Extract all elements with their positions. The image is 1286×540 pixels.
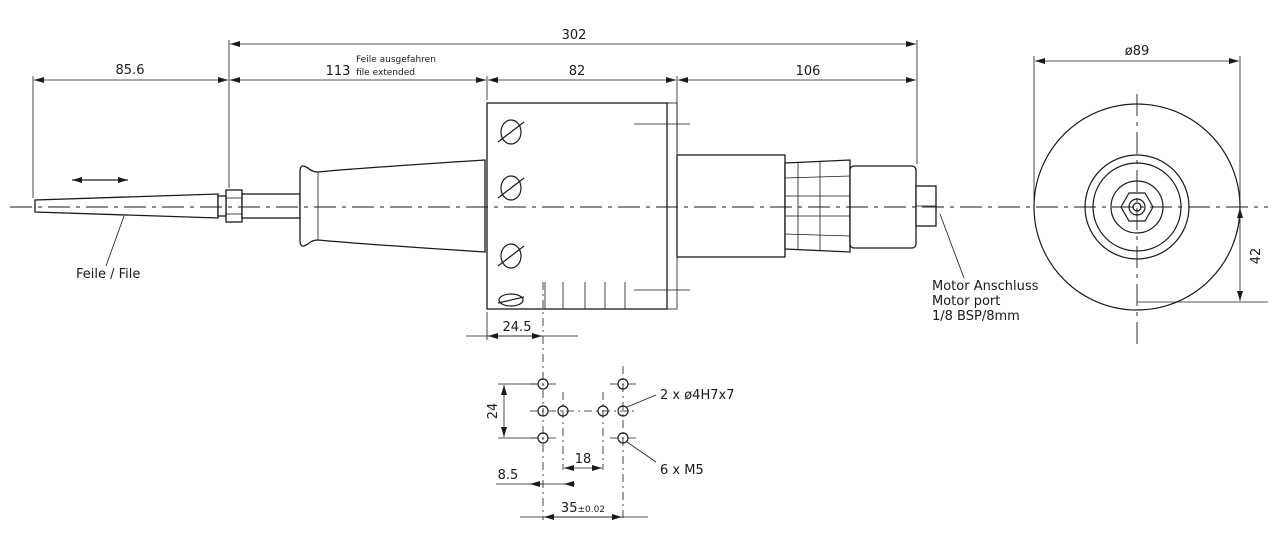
dim-center-height: 42	[1249, 248, 1264, 265]
dim-motor-length: 106	[796, 64, 821, 79]
hole-m5	[617, 405, 629, 417]
hole-m5	[617, 432, 629, 444]
dim-diameter: ø89	[1125, 44, 1150, 59]
hole-m5	[537, 405, 549, 417]
motor-label-en: Motor port	[932, 294, 1000, 309]
motor-label-spec: 1/8 BSP/8mm	[932, 309, 1020, 324]
dim-hole-spacing: 18	[575, 452, 592, 467]
dim-file-length: 85.6	[116, 63, 145, 78]
dim-mount-offset: 24.5	[503, 320, 532, 335]
hole-pin	[557, 405, 569, 417]
threaded-holes-label: 6 x M5	[660, 463, 704, 478]
dim-hole-offset: 8.5	[498, 468, 519, 483]
labels: Feile / File Motor Anschluss Motor port …	[76, 213, 1039, 324]
handle-grip	[299, 159, 486, 253]
hex-nut	[1120, 192, 1154, 222]
motor-housing	[676, 154, 786, 258]
dimensions: 302 85.6 113 Feile ausgefahren file exte…	[32, 28, 918, 340]
dim-overall-length: 302	[562, 28, 587, 43]
shaft	[241, 193, 301, 219]
pin-holes-label: 2 x ø4H7x7	[660, 388, 734, 403]
collet-nut	[225, 189, 243, 223]
hole-m5	[617, 378, 629, 390]
bolt-1	[497, 119, 525, 145]
side-view	[10, 102, 1268, 310]
dim-extension: 113	[326, 64, 351, 79]
extension-note-en: file extended	[356, 68, 415, 78]
hole-pattern: 24 18 8.5 35±0.02 2 x ø4H7x7 6 x M5	[486, 282, 734, 520]
dim-hole-pitch: 35±0.02	[561, 501, 605, 516]
dim-block-width: 82	[569, 64, 586, 79]
dim-hole-vertical: 24	[486, 403, 501, 420]
extension-note-de: Feile ausgefahren	[356, 55, 436, 65]
main-block	[486, 102, 668, 310]
file-label: Feile / File	[76, 267, 140, 282]
end-view: ø89 42	[1033, 44, 1268, 344]
motor-cap	[784, 159, 851, 253]
bolt-2	[497, 175, 525, 201]
bolt-3	[497, 243, 525, 269]
file-taper	[34, 193, 219, 219]
bolt-4	[497, 293, 525, 307]
hole-pin	[597, 405, 609, 417]
motor-label-de: Motor Anschluss	[932, 279, 1039, 294]
